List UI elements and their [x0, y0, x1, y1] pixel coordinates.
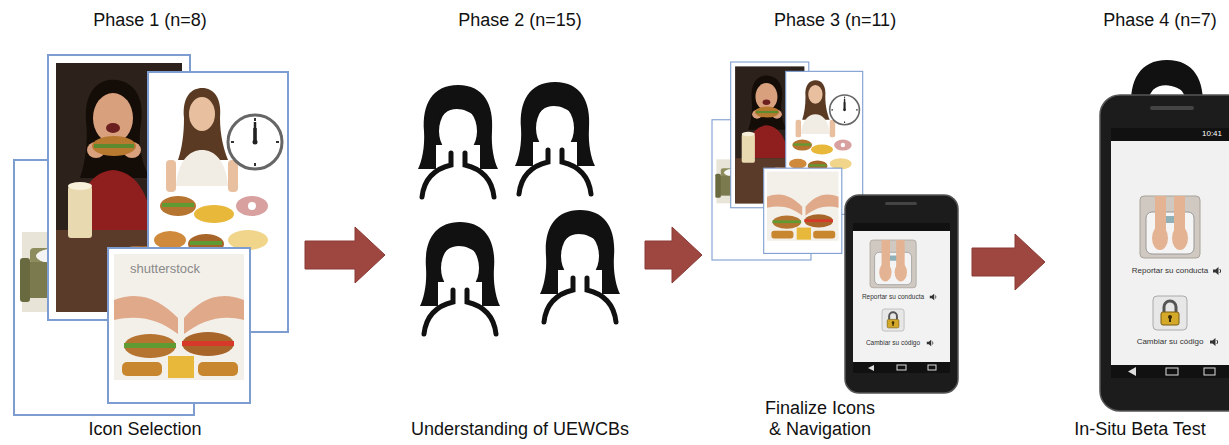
- screen-label: Reportar su conducta: [1132, 266, 1209, 276]
- phase-heading: Phase 3 (n=11): [774, 10, 896, 32]
- flow-arrow: [305, 227, 385, 283]
- photo-cards: [712, 62, 863, 260]
- phone: [1100, 95, 1229, 411]
- phone: [1140, 196, 1200, 258]
- photo-cards: [14, 55, 288, 415]
- phone: [1153, 296, 1187, 330]
- person-icon: [418, 85, 498, 197]
- phone: [868, 365, 874, 371]
- screen-label: Reportar su conducta: [862, 293, 924, 301]
- phone: [930, 294, 936, 300]
- phase-caption: Finalize Icons & Navigation: [758, 398, 882, 441]
- phone: [1213, 267, 1221, 275]
- phase-heading: Phase 2 (n=15): [458, 10, 582, 32]
- phase-heading: Phase 1 (n=8): [93, 10, 207, 32]
- phone: [882, 309, 904, 331]
- phase-caption: Icon Selection: [88, 419, 201, 441]
- phone: [1100, 95, 1229, 411]
- person-icon: [515, 82, 595, 194]
- flow-arrow: [645, 227, 702, 283]
- phone: [1204, 368, 1215, 375]
- phase-column: Phase 3 (n=11) Finalize Icons & Navigatio…: [712, 0, 962, 445]
- watermark: shutterstock: [130, 261, 200, 277]
- phone: [927, 340, 933, 346]
- phone: [845, 195, 958, 393]
- screen-label: Cambiar su código: [866, 339, 920, 347]
- flow-arrow: [972, 234, 1045, 290]
- person-icon: [540, 210, 620, 322]
- phone: [1150, 106, 1194, 110]
- phase-caption: Understanding of UEWCBs: [411, 419, 629, 441]
- status-time: 10:41: [1202, 129, 1222, 139]
- phone: [1111, 128, 1229, 378]
- phone: [1111, 365, 1229, 378]
- phase-column: Phase 2 (n=15) Understanding of UEWCBs: [395, 0, 635, 445]
- phone: [1111, 128, 1229, 141]
- phase-heading: Phase 4 (n=7): [1103, 10, 1217, 32]
- phone: [928, 365, 936, 370]
- phone: [870, 240, 916, 288]
- phase-column: Phase 1 (n=8) Icon Selection: [5, 0, 295, 445]
- phone: [1166, 368, 1178, 375]
- phase-column: Phase 4 (n=7) In-Situ Beta Test: [1055, 0, 1225, 445]
- phone: [897, 365, 906, 370]
- person-icon: [420, 222, 500, 334]
- phone: [853, 362, 950, 373]
- screen-label: Cambiar su código: [1137, 337, 1204, 347]
- phone: [853, 223, 950, 373]
- phone: [885, 202, 917, 205]
- phase-caption: In-Situ Beta Test: [1074, 419, 1206, 441]
- phone: [853, 223, 950, 231]
- phone: [1210, 338, 1218, 346]
- phone: [845, 195, 958, 393]
- phone: [1128, 367, 1136, 376]
